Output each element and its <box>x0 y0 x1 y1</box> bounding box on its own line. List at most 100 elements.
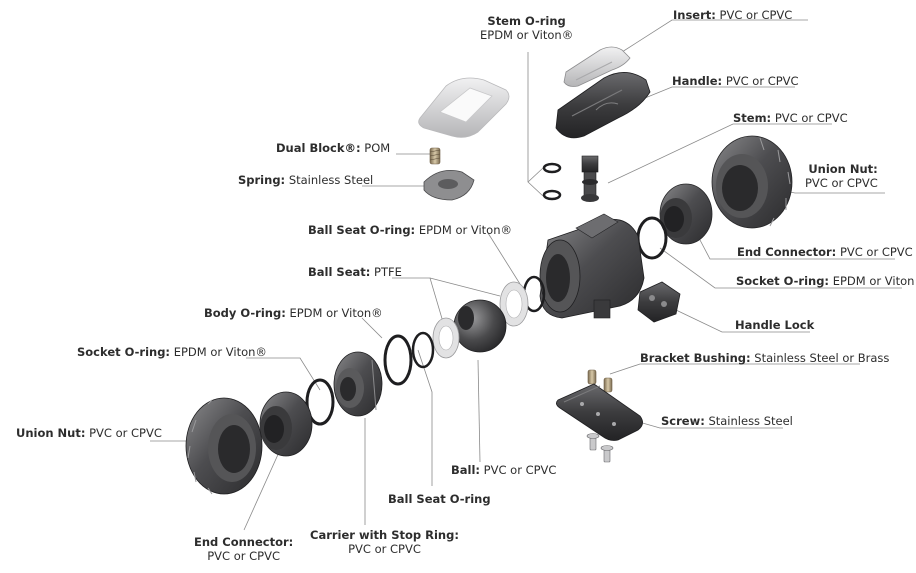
label-material: PVC or CPVC <box>483 463 557 477</box>
label-name: Bracket Bushing: <box>640 351 751 365</box>
label-name: End Connector: <box>737 245 837 259</box>
label-material: PVC or CPVC <box>774 111 848 125</box>
label-handle: Handle: PVC or CPVC <box>672 74 799 88</box>
label-name: Handle: <box>672 74 723 88</box>
label-material: POM <box>364 141 391 155</box>
label-material: EPDM or Viton® <box>832 274 916 288</box>
label-material: EPDM or Viton® <box>289 306 383 320</box>
leader-handle <box>644 86 795 99</box>
label-name: Ball: <box>451 463 481 477</box>
label-union-nut-left: Union Nut: PVC or CPVC <box>16 426 162 440</box>
leader-ball-seat <box>392 277 444 323</box>
label-carrier: Carrier with Stop Ring: PVC or CPVC <box>310 528 459 556</box>
leader-handle-lock <box>675 309 810 333</box>
label-stem-oring: Stem O-ring EPDM or Viton® <box>480 14 573 42</box>
bracket-bushings-part <box>587 369 613 393</box>
label-name: Carrier with Stop Ring: <box>310 528 459 542</box>
label-name: Socket O-ring: <box>77 345 171 359</box>
label-material: PVC or CPVC <box>207 549 281 563</box>
label-name: Dual Block®: <box>276 141 361 155</box>
label-spring: Spring: Stainless Steel <box>238 173 373 187</box>
leader-stem-oring <box>527 52 544 197</box>
label-material: PVC or CPVC <box>805 176 878 190</box>
label-end-connector-left: End Connector: PVC or CPVC <box>194 535 293 563</box>
dual-block-part <box>418 77 510 138</box>
label-material: PVC or CPVC <box>89 426 162 440</box>
leader-stem <box>607 123 832 184</box>
leader-ball-seat-branch <box>429 277 501 297</box>
label-name: Spring: <box>238 173 286 187</box>
union-nut-left-part <box>185 397 263 495</box>
label-name: End Connector: <box>194 535 294 549</box>
leader-insert <box>621 19 808 53</box>
label-material: PVC or CPVC <box>725 74 799 88</box>
label-socket-oring-right: Socket O-ring: EPDM or Viton® <box>736 274 916 288</box>
socket-oring-left-part <box>305 378 335 426</box>
label-ball-seat-oring-top: Ball Seat O-ring: EPDM or Viton® <box>308 223 512 237</box>
label-name: Union Nut: <box>16 426 86 440</box>
carrier-part <box>333 351 383 417</box>
label-name: Stem: <box>733 111 772 125</box>
leader-end-connector-right <box>699 239 895 260</box>
label-ball: Ball: PVC or CPVC <box>451 463 556 477</box>
label-dual-block: Dual Block®: POM <box>276 141 390 155</box>
label-ball-seat-oring-bottom: Ball Seat O-ring <box>388 492 491 506</box>
bracket-part <box>556 383 643 441</box>
label-name: Handle Lock <box>735 318 815 332</box>
label-material: PTFE <box>374 265 402 279</box>
label-name: Union Nut: <box>808 162 878 176</box>
end-connector-right-part <box>659 183 713 245</box>
label-material: PVC or CPVC <box>348 542 421 556</box>
label-socket-oring-left: Socket O-ring: EPDM or Viton® <box>77 345 267 359</box>
label-name: Ball Seat O-ring <box>388 492 491 506</box>
label-name: Insert: <box>673 8 716 22</box>
label-material: Stainless Steel <box>708 414 793 428</box>
label-material: Stainless Steel <box>288 173 374 187</box>
label-material: EPDM or Viton® <box>173 345 267 359</box>
ball-part <box>453 299 507 353</box>
label-ball-seat: Ball Seat: PTFE <box>308 265 402 279</box>
label-end-connector-right: End Connector: PVC or CPVC <box>737 245 913 259</box>
leader-socket-oring-right <box>659 247 902 289</box>
label-screw: Screw: Stainless Steel <box>661 414 793 428</box>
label-union-nut-right: Union Nut: PVC or CPVC <box>805 162 878 190</box>
label-name: Ball Seat: <box>308 265 371 279</box>
label-handle-lock: Handle Lock <box>735 318 814 332</box>
stem-part <box>581 155 599 202</box>
screws-part <box>586 433 614 463</box>
ball-seat-oring-bottom-part <box>411 331 435 369</box>
leader-ball-seat-oring-bottom <box>417 349 433 486</box>
label-material: EPDM or Viton® <box>480 28 574 42</box>
leader-ball <box>477 359 481 463</box>
label-name: Socket O-ring: <box>736 274 830 288</box>
leader-socket-oring-left <box>246 357 321 391</box>
label-material: Stainless Steel or Brass <box>754 351 890 365</box>
label-stem: Stem: PVC or CPVC <box>733 111 848 125</box>
ball-seat-bottom-part <box>432 317 460 359</box>
leader-bracket-bushing <box>609 363 860 375</box>
label-material: EPDM or Viton® <box>418 223 513 237</box>
ball-seat-top-part <box>499 281 529 327</box>
valve-body-part <box>539 213 645 319</box>
body-oring-part <box>383 334 413 386</box>
leader-body-oring <box>361 317 383 339</box>
label-name: Ball Seat O-ring: <box>308 223 416 237</box>
label-name: Stem O-ring <box>487 14 566 28</box>
leader-stem-oring-branch <box>527 167 544 183</box>
label-insert: Insert: PVC or CPVC <box>673 8 792 22</box>
label-material: PVC or CPVC <box>719 8 793 22</box>
handle-lock-part <box>637 281 681 323</box>
leader-lines <box>150 19 902 531</box>
handle-part <box>555 72 651 139</box>
label-name: Body O-ring: <box>204 306 286 320</box>
label-bracket-bushing: Bracket Bushing: Stainless Steel or Bras… <box>640 351 889 365</box>
union-nut-right-part <box>711 135 793 229</box>
insert-part <box>563 46 631 87</box>
leader-end-connector-left <box>243 449 281 531</box>
label-material: PVC or CPVC <box>839 245 913 259</box>
leader-ball-seat-oring-top <box>487 232 521 285</box>
spring-part <box>429 147 441 165</box>
label-name: Screw: <box>661 414 705 428</box>
label-body-oring: Body O-ring: EPDM or Viton® <box>204 306 383 320</box>
